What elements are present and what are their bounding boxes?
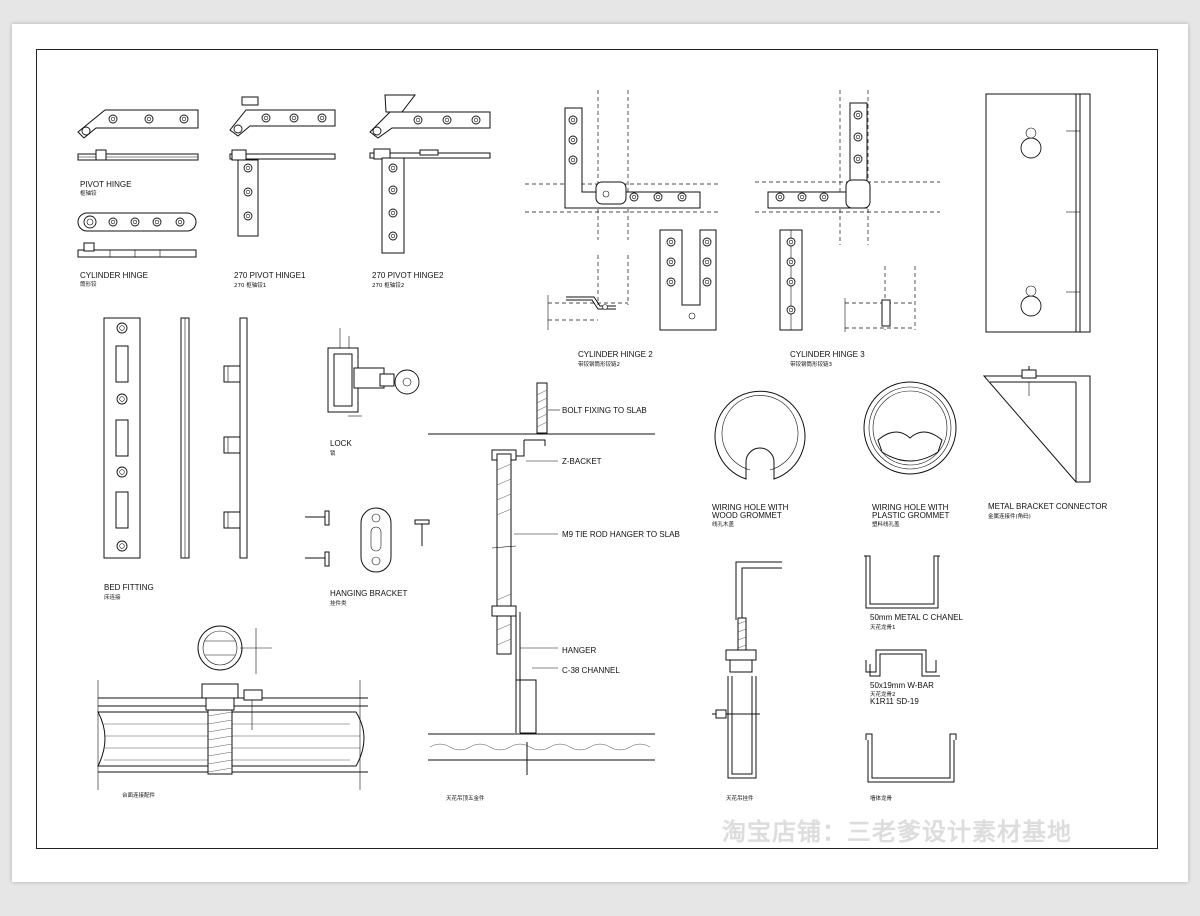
w-bar-code-label: K1R11 SD-19 [870,697,919,706]
cylinder-hinge-3-sub-label: 带铰钢筒形铰链3 [790,360,833,368]
lock-figure [327,328,420,417]
drawing-frame [36,49,1158,849]
hanger-label: HANGER [562,646,596,655]
pivot-hinge-label: PIVOT HINGE [80,180,131,189]
metal-bracket-plate-figure [985,93,1091,333]
w-bar-figure [865,649,940,677]
hanging-bracket-figure [305,507,430,573]
metal-bracket-connector-label: METAL BRACKET CONNECTOR [988,502,1108,511]
cylinder-hinge-2-sub-label: 带铰钢筒形铰链2 [578,360,620,368]
ceiling-hanger-figure [428,382,655,775]
bed-fitting-sub-label: 床连接 [104,593,121,601]
cylinder-hinge-figure [77,212,197,258]
pivot-hinge-sub-label: 枢轴铰 [80,189,97,197]
cylinder-hinge-sub-label: 筒形铰 [80,280,97,288]
pivot-hinge-270-2-sub-label: 270 枢轴铰2 [372,281,404,289]
metal-bracket-connector-sub-label: 金属连接件(角码) [988,512,1031,520]
c38-channel-label: C-38 CHANNEL [562,666,620,675]
wood-grommet-label-line2: WOOD GROMMET [712,511,782,520]
pivot-hinge-270-2-label: 270 PIVOT HINGE2 [372,271,444,280]
w-bar-label: 50x19mm W-BAR [870,681,934,690]
plastic-grommet-label-line2: PLASTIC GROMMET [872,511,949,520]
lock-label: LOCK [330,439,352,448]
ceiling-hardware-sub-label: 天花吊顶五金件 [446,794,485,802]
m9-rod-label: M9 TIE ROD HANGER TO SLAB [562,530,680,539]
pivot-hinge-figure [77,109,199,161]
w-bar-sub-label: 天花龙骨2 [870,690,896,698]
cylinder-hinge-3-label: CYLINDER HINGE 3 [790,350,865,359]
pivot-hinge-270-2-figure [369,94,491,254]
lock-sub-label: 锁 [330,449,336,457]
hanging-bracket-sub-label: 挂件类 [330,599,347,607]
wood-grommet-sub-label: 线孔木盖 [712,520,735,528]
wall-keel-sub-label: 墙体龙骨 [870,794,893,802]
cylinder-hinge-2-figure [525,90,720,331]
hanging-bracket-label: HANGING BRACKET [330,589,407,598]
cylinder-hinge-3-figure [755,90,940,332]
plastic-grommet-label-line1: WIRING HOLE WITH [872,503,949,512]
wood-grommet-figure [714,390,806,480]
cylinder-hinge-label: CYLINDER HINGE [80,271,148,280]
pivot-hinge-270-1-label: 270 PIVOT HINGE1 [234,271,306,280]
wall-keel-figure [865,733,957,783]
countertop-connector-figure [97,625,368,790]
c-chanel-label: 50mm METAL C CHANEL [870,613,963,622]
metal-bracket-connector-figure [982,366,1091,483]
bolt-fixing-label: BOLT FIXING TO SLAB [562,406,647,415]
hanger-section-figure [712,561,782,779]
cylinder-hinge-2-label: CYLINDER HINGE 2 [578,350,653,359]
z-backet-label: Z-BACKET [562,457,602,466]
pivot-hinge-270-1-figure [229,96,336,237]
watermark: 淘宝店铺：三老爹设计素材基地 [722,818,1072,846]
hanger-section-sub-label: 天花吊挂件 [726,794,754,802]
countertop-connector-sub-label: 台面连接配件 [122,791,156,799]
plastic-grommet-sub-label: 塑料线孔盖 [872,520,900,528]
c-chanel-figure [864,555,940,609]
wood-grommet-label-line1: WIRING HOLE WITH [712,503,789,512]
c-chanel-sub-label: 天花龙骨1 [870,623,896,631]
pivot-hinge-270-1-sub-label: 270 枢轴铰1 [234,281,266,289]
bed-fitting-label: BED FITTING [104,583,154,592]
bed-fitting-figure [103,317,248,559]
plastic-grommet-figure [863,381,957,475]
